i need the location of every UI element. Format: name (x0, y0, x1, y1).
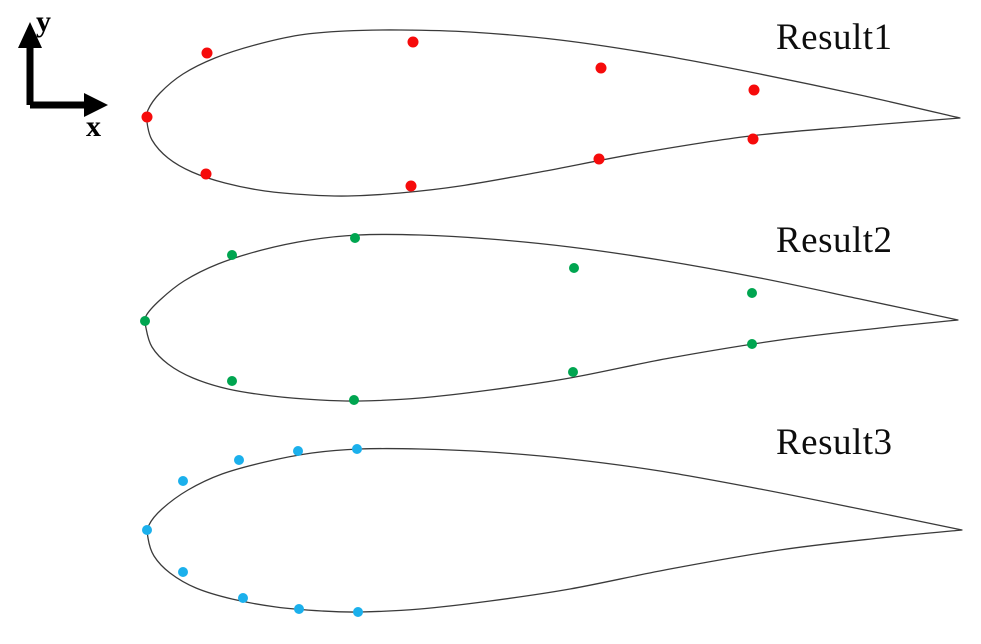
control-point-marker[interactable] (568, 367, 578, 377)
series-result2 (140, 233, 959, 405)
control-point-marker[interactable] (349, 395, 359, 405)
control-point-marker[interactable] (352, 444, 362, 454)
control-point-marker[interactable] (178, 476, 188, 486)
series-label-result2: Result2 (776, 220, 893, 261)
control-point-marker[interactable] (350, 233, 360, 243)
control-point-marker[interactable] (595, 62, 607, 74)
control-point-marker[interactable] (238, 593, 248, 603)
control-point-marker[interactable] (405, 180, 417, 192)
control-point-marker[interactable] (353, 607, 363, 617)
x-axis-arrowhead-icon (84, 93, 108, 117)
control-point-marker[interactable] (747, 288, 757, 298)
control-point-marker[interactable] (227, 250, 237, 260)
control-point-marker[interactable] (748, 84, 760, 96)
control-point-marker[interactable] (141, 111, 153, 123)
series-result3 (142, 444, 963, 617)
control-point-marker[interactable] (142, 525, 152, 535)
series-layer (140, 29, 963, 617)
control-point-marker[interactable] (407, 36, 419, 48)
series-label-result1: Result1 (776, 17, 893, 58)
control-point-marker[interactable] (178, 567, 188, 577)
y-axis-arrowhead-icon (18, 22, 42, 48)
control-point-marker[interactable] (293, 446, 303, 456)
control-point-marker[interactable] (747, 339, 757, 349)
control-point-marker[interactable] (593, 153, 605, 165)
series-result1 (141, 29, 961, 197)
control-point-marker[interactable] (294, 604, 304, 614)
axis-indicator (18, 22, 108, 117)
control-point-marker[interactable] (140, 316, 150, 326)
axis-label-y: y (36, 5, 51, 38)
control-point-marker[interactable] (234, 455, 244, 465)
series-label-result3: Result3 (776, 422, 893, 463)
control-point-marker[interactable] (747, 133, 759, 145)
control-point-marker[interactable] (201, 47, 213, 59)
airfoil-outline-result2 (144, 233, 959, 402)
airfoil-outline-result3 (146, 447, 963, 613)
control-point-marker[interactable] (569, 263, 579, 273)
control-point-marker[interactable] (227, 376, 237, 386)
control-point-marker[interactable] (200, 168, 212, 180)
axis-label-x: x (86, 110, 101, 143)
